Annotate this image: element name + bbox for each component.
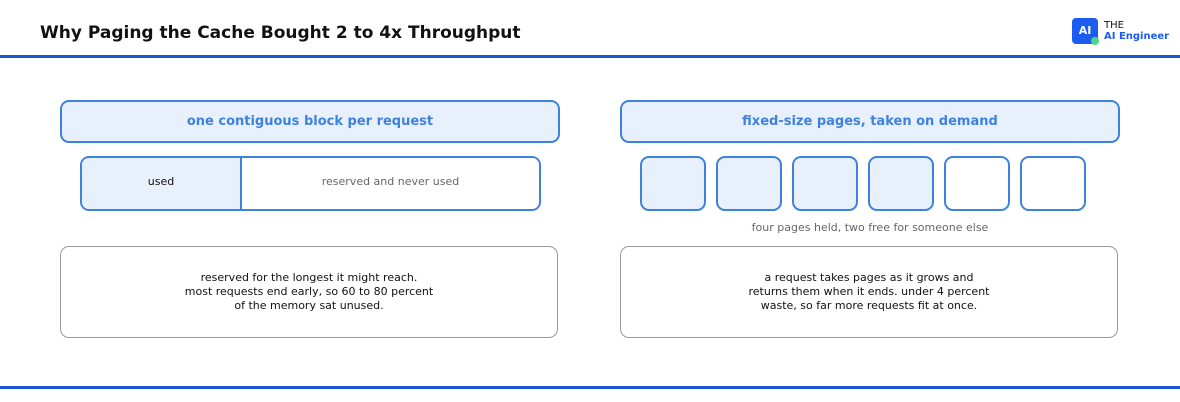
top-divider [0,55,1180,58]
block-used-segment: used [82,158,242,209]
contiguous-heading: one contiguous block per request [60,100,560,143]
note-line: reserved for the longest it might reach. [200,271,418,284]
note-line: returns them when it ends. under 4 perce… [748,285,990,298]
paged-heading: fixed-size pages, taken on demand [620,100,1120,143]
block-reserved-segment: reserved and never used [242,158,539,209]
contiguous-block: used reserved and never used [80,156,541,211]
logo-dot-icon [1091,37,1099,45]
paged-note: a request takes pages as it grows and re… [620,246,1118,338]
page-held [716,156,782,211]
brand-logo: AI THE AI Engineer [1072,18,1180,48]
page-held [640,156,706,211]
note-line: a request takes pages as it grows and [764,271,974,284]
pages-row [640,156,1100,211]
page-free [1020,156,1086,211]
page-title: Why Paging the Cache Bought 2 to 4x Thro… [40,23,521,43]
note-line: waste, so far more requests fit at once. [760,299,978,312]
page-held [868,156,934,211]
logo-badge: AI [1072,18,1098,44]
contiguous-note: reserved for the longest it might reach.… [60,246,558,338]
page-held [792,156,858,211]
note-line: of the memory sat unused. [234,299,384,312]
contiguous-note-text: reserved for the longest it might reach.… [185,271,433,313]
pages-caption: four pages held, two free for someone el… [751,221,989,234]
paged-note-text: a request takes pages as it grows and re… [749,271,990,313]
page-free [944,156,1010,211]
note-line: most requests end early, so 60 to 80 per… [184,285,434,298]
bottom-divider [0,386,1180,389]
logo-line-1: THE [1104,20,1124,31]
logo-line-2: AI Engineer [1104,31,1170,42]
